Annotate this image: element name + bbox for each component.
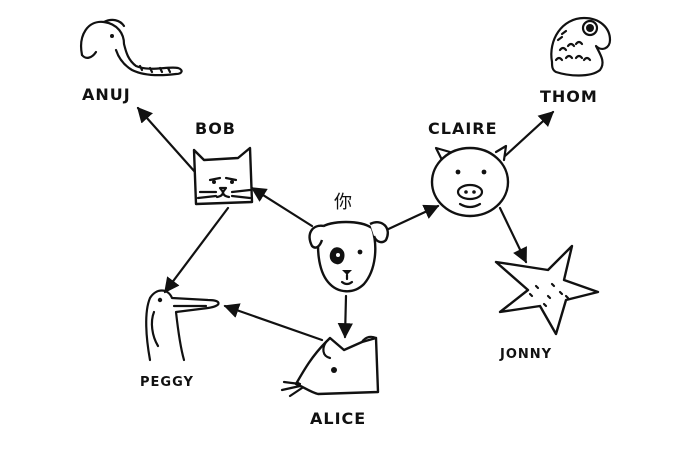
node-bob: BOB — [192, 119, 254, 206]
label-alice: ALICE — [310, 409, 366, 428]
node-thom: THOM — [540, 16, 612, 106]
edge-you-bob — [250, 186, 314, 228]
edge-you-claire — [380, 204, 440, 234]
node-you: 你 — [308, 192, 389, 293]
node-peggy: PEGGY — [140, 289, 220, 390]
pig-icon — [430, 144, 510, 218]
cat-icon — [192, 146, 254, 206]
edge-claire-thom — [503, 110, 555, 158]
elephant-icon — [80, 18, 183, 77]
label-claire: CLAIRE — [428, 119, 498, 138]
edge-you-alice — [337, 294, 354, 339]
label-bob: BOB — [195, 119, 236, 138]
label-peggy: PEGGY — [140, 375, 194, 390]
node-claire: CLAIRE — [428, 119, 510, 218]
rat-icon — [280, 335, 380, 398]
label-you: 你 — [334, 192, 352, 213]
fish-icon — [550, 16, 612, 77]
bird-icon — [145, 289, 220, 362]
label-anuj: ANUJ — [82, 85, 131, 104]
edges — [136, 106, 555, 342]
label-thom: THOM — [540, 87, 598, 106]
edge-claire-jonny — [498, 206, 528, 264]
dog-icon — [308, 220, 389, 293]
edge-bob-peggy — [163, 206, 230, 294]
node-anuj: ANUJ — [80, 18, 183, 104]
node-jonny: JONNY — [494, 244, 600, 362]
starfish-icon — [494, 244, 600, 336]
label-jonny: JONNY — [499, 347, 552, 362]
edge-bob-anuj — [136, 106, 197, 174]
node-alice: ALICE — [280, 335, 380, 428]
edge-alice-peggy — [223, 303, 324, 342]
